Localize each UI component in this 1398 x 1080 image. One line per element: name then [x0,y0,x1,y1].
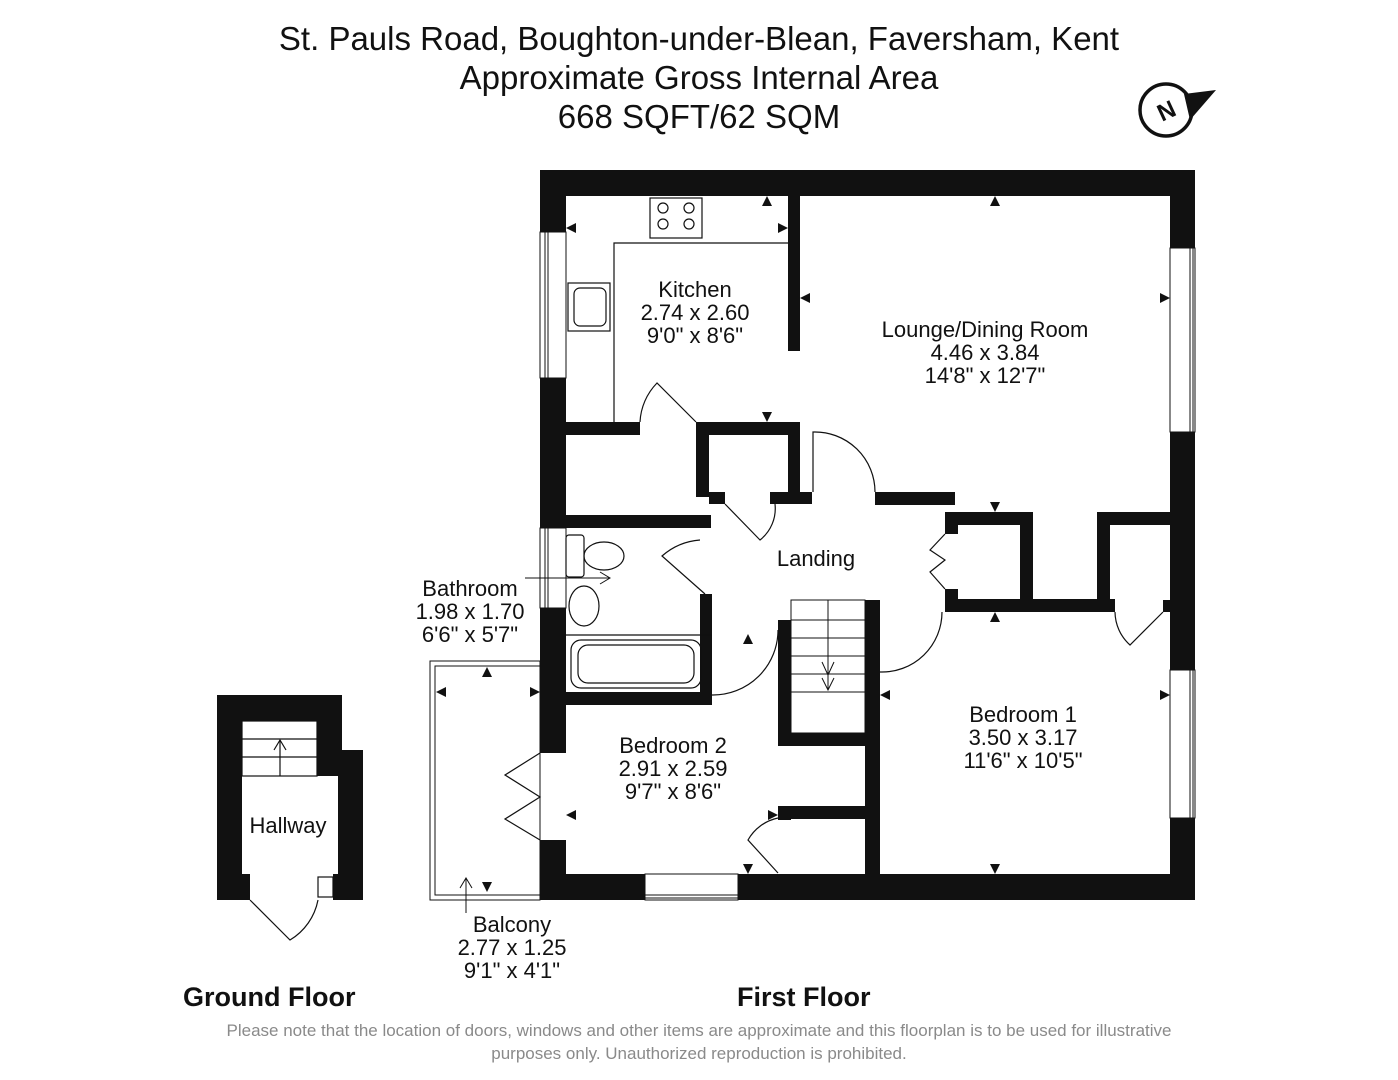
room-name: Balcony [472,912,552,937]
room-metric: 3.50 x 3.17 [968,725,1078,750]
disclaimer-line-1: Please note that the location of doors, … [226,1021,1172,1040]
north-compass-icon: N [1138,82,1216,138]
ground-floor-label: Ground Floor [183,982,356,1012]
door-swings [503,382,1164,874]
room-metric: 1.98 x 1.70 [415,599,525,624]
first-floor-label: First Floor [737,982,871,1012]
hob-icon [649,197,703,239]
room-imperial: 9'1" x 4'1" [463,958,561,983]
area-subtitle: Approximate Gross Internal Area [459,59,939,96]
disclaimer: Please note that the location of doors, … [0,1019,1398,1065]
room-lounge-dining: Lounge/Dining Room 4.46 x 3.84 14'8" x 1… [855,318,1115,387]
kitchen-fittings [567,197,788,422]
room-hallway: Hallway [238,814,338,837]
windows [539,231,1196,901]
toilet-icon [583,541,625,571]
room-imperial: 11'6" x 10'5" [963,748,1083,773]
room-imperial: 9'7" x 8'6" [624,779,722,804]
disclaimer-line-2: purposes only. Unauthorized reproduction… [491,1044,907,1063]
sink-icon [567,282,611,332]
room-name: Lounge/Dining Room [881,317,1089,342]
room-imperial: 14'8" x 12'7" [924,363,1046,388]
hallway-fittings [241,720,334,941]
bath-icon [570,639,702,689]
ground-floor-walls [217,695,363,900]
room-metric: 2.91 x 2.59 [618,756,728,781]
room-bedroom-2: Bedroom 2 2.91 x 2.59 9'7" x 8'6" [598,734,748,803]
total-area: 668 SQFT/62 SQM [557,98,841,135]
stairs-first-floor [790,599,866,734]
room-name: Kitchen [658,277,732,302]
room-bedroom-1: Bedroom 1 3.50 x 3.17 11'6" x 10'5" [948,703,1098,772]
room-name: Bathroom [422,576,518,601]
room-metric: 4.46 x 3.84 [930,340,1040,365]
room-name: Bedroom 2 [619,733,727,758]
room-imperial: 6'6" x 5'7" [421,622,519,647]
room-metric: 2.74 x 2.60 [640,300,750,325]
room-imperial: 9'0" x 8'6" [646,323,744,348]
room-name: Hallway [249,813,327,838]
property-address: St. Pauls Road, Boughton-under-Blean, Fa… [278,20,1120,57]
room-name: Bedroom 1 [969,702,1077,727]
svg-text:N: N [1153,95,1180,127]
first-floor-walls [540,170,1195,900]
toilet-cistern-icon [565,534,585,578]
room-landing: Landing [760,547,872,570]
balcony-outline [429,660,541,913]
bathroom-fittings [565,534,712,689]
room-name: Landing [776,546,856,571]
room-metric: 2.77 x 1.25 [457,935,567,960]
dimension-markers [436,196,1170,892]
basin-icon [568,585,600,627]
room-bathroom: Bathroom 1.98 x 1.70 6'6" x 5'7" [400,577,540,646]
room-kitchen: Kitchen 2.74 x 2.60 9'0" x 8'6" [620,278,770,347]
room-balcony: Balcony 2.77 x 1.25 9'1" x 4'1" [442,913,582,982]
